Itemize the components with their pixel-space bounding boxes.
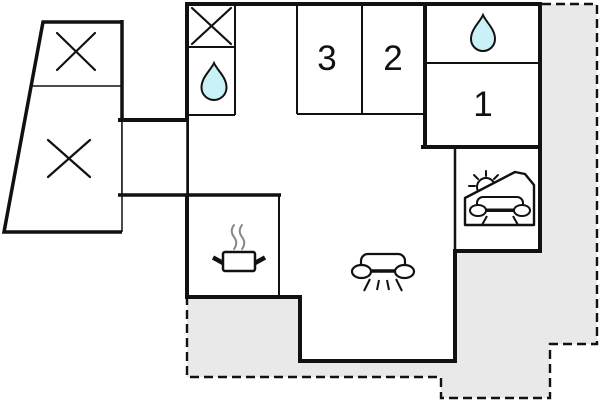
main-building	[185, 2, 542, 363]
room-label-3: 3	[317, 39, 336, 78]
water-drop-icon	[469, 12, 497, 52]
pot-handle	[253, 255, 267, 265]
x-stroke	[55, 31, 97, 72]
sofa-armrest	[513, 204, 531, 217]
pot-handle	[211, 255, 225, 265]
sofa-armrest	[469, 204, 487, 217]
sofa-leg	[363, 278, 371, 292]
sofa-leg	[386, 279, 390, 291]
sun-ray	[493, 174, 499, 180]
sun-lounge-icon	[463, 170, 536, 227]
terrace-fill	[187, 4, 597, 398]
steam-line	[230, 224, 238, 250]
x-marker-icon	[55, 31, 97, 72]
sofa-leg	[481, 215, 488, 226]
terrace-dashed-border	[185, 2, 599, 400]
room-label-2: 2	[383, 39, 402, 78]
building-outline	[185, 2, 542, 363]
x-marker-icon	[46, 138, 92, 179]
interior-walls	[187, 4, 539, 297]
x-marker-icon	[190, 6, 233, 46]
pot-body	[221, 250, 257, 273]
sofa-armrest	[350, 263, 373, 280]
sofa-leg	[395, 278, 403, 292]
sofa-icon	[350, 252, 416, 292]
annex-outline	[1, 20, 122, 234]
x-stroke	[46, 138, 92, 179]
water-drop-icon	[200, 60, 228, 101]
sofa-leg	[512, 215, 519, 226]
room-label-1: 1	[473, 85, 492, 124]
corridor	[118, 118, 281, 197]
x-stroke	[190, 6, 233, 46]
terrace-area	[185, 2, 599, 400]
sun-ray	[473, 174, 479, 180]
corridor-box	[121, 119, 188, 196]
steam-line	[238, 224, 246, 250]
stove-icon	[211, 224, 267, 273]
sofa-leg	[376, 279, 380, 291]
sofa-armrest	[393, 263, 416, 280]
